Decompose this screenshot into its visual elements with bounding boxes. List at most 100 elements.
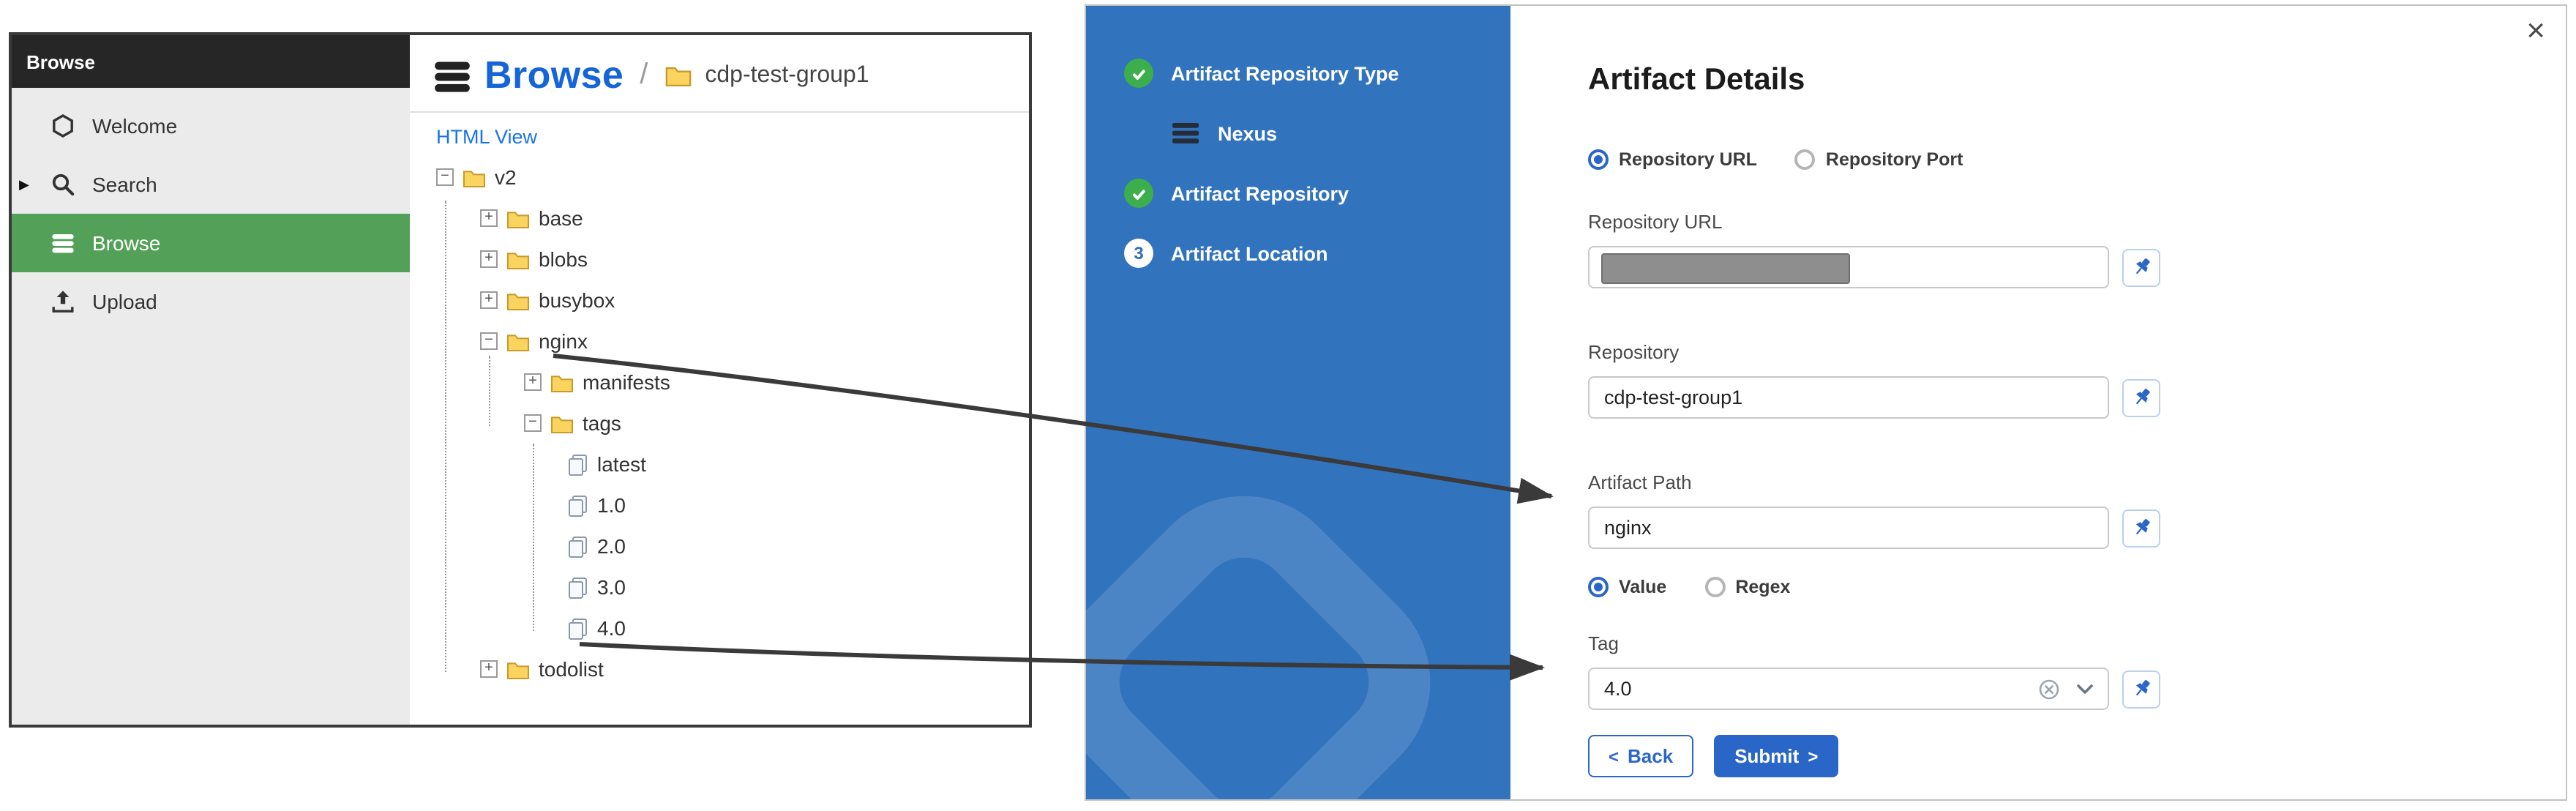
folder-icon <box>506 332 530 351</box>
wizard-sidebar: Artifact Repository Type Nexus Artifact … <box>1086 6 1510 799</box>
radio-repository-port[interactable]: Repository Port <box>1794 149 1963 170</box>
expand-icon[interactable]: + <box>524 373 542 391</box>
tree-item-v2[interactable]: − v2 <box>436 157 1029 198</box>
folder-icon <box>463 168 486 187</box>
artifact-path-label: Artifact Path <box>1588 471 1692 493</box>
hexagon-icon <box>50 113 75 138</box>
clear-icon[interactable] <box>2039 679 2059 699</box>
tree-item-label[interactable]: 2.0 <box>597 534 626 558</box>
expand-icon[interactable]: + <box>480 250 498 268</box>
folder-icon <box>664 64 692 86</box>
repository-label: Repository <box>1588 341 1680 363</box>
upload-icon <box>50 289 75 314</box>
sidebar-item-welcome[interactable]: Welcome <box>12 97 410 155</box>
tag-label: Tag <box>1588 632 1619 654</box>
radio-regex[interactable]: Regex <box>1704 577 1790 597</box>
tree-item-label[interactable]: 4.0 <box>597 616 626 640</box>
submit-button[interactable]: Submit > <box>1714 735 1839 777</box>
back-button-label: Back <box>1628 745 1674 767</box>
pin-button[interactable] <box>2122 670 2160 708</box>
divider <box>410 111 1029 113</box>
sidebar-item-upload[interactable]: Upload <box>12 272 410 331</box>
tree-item-label[interactable]: latest <box>597 452 646 476</box>
folder-icon <box>550 414 574 433</box>
tree-item-blobs[interactable]: + blobs <box>436 239 1029 280</box>
tree-item-4-0[interactable]: 4.0 <box>436 608 1029 649</box>
check-icon <box>1124 179 1153 208</box>
tree-item-2-0[interactable]: 2.0 <box>436 526 1029 567</box>
nexus-icon <box>1171 119 1200 148</box>
collapse-icon[interactable]: − <box>480 332 498 350</box>
tree-item-label[interactable]: todolist <box>539 657 604 681</box>
repository-input[interactable] <box>1588 376 2109 419</box>
sidebar-item-label: Upload <box>92 290 157 313</box>
chevron-down-icon[interactable] <box>2077 683 2093 695</box>
artifact-path-input[interactable] <box>1588 507 2109 549</box>
value-regex-radio-group: Value Regex <box>1588 577 2276 597</box>
tree-item-label[interactable]: tags <box>583 411 621 435</box>
wizard-step-label: Artifact Repository Type <box>1171 62 1399 84</box>
sidebar-item-label: Search <box>92 173 157 196</box>
collapse-icon[interactable]: − <box>436 168 454 186</box>
tree-item-latest[interactable]: latest <box>436 444 1029 485</box>
radio-selected-icon <box>1588 577 1609 597</box>
tree-item-label[interactable]: nginx <box>539 329 588 353</box>
html-view-link[interactable]: HTML View <box>436 126 538 148</box>
close-icon[interactable]: × <box>2526 12 2545 48</box>
expand-icon[interactable]: + <box>480 660 498 678</box>
wizard-substep-nexus[interactable]: Nexus <box>1171 119 1510 148</box>
pin-button[interactable] <box>2122 378 2160 416</box>
tree-item-label[interactable]: blobs <box>539 247 588 271</box>
window-title: Browse <box>12 35 410 88</box>
tree-item-1-0[interactable]: 1.0 <box>436 485 1029 526</box>
tree-item-label[interactable]: manifests <box>583 370 670 394</box>
tree-guide-line <box>489 356 490 426</box>
wizard-step-artifact-repository-type[interactable]: Artifact Repository Type <box>1124 59 1510 88</box>
chevron-right-icon: > <box>1808 746 1819 766</box>
sidebar-item-search[interactable]: ▶ Search <box>12 155 410 214</box>
pin-button[interactable] <box>2122 248 2160 286</box>
breadcrumb: Browse / cdp-test-group1 <box>410 35 1029 111</box>
dialog-title: Artifact Details <box>1588 63 1805 97</box>
tree-item-base[interactable]: + base <box>436 198 1029 239</box>
check-icon <box>1124 59 1153 88</box>
watermark-logo <box>1086 496 1431 799</box>
tree-item-label[interactable]: 3.0 <box>597 575 626 599</box>
redacted-value <box>1601 253 1850 284</box>
radio-value[interactable]: Value <box>1588 577 1666 597</box>
tree-item-todolist[interactable]: + todolist <box>436 649 1029 689</box>
wizard-step-artifact-location[interactable]: 3 Artifact Location <box>1124 239 1510 268</box>
back-button[interactable]: < Back <box>1588 735 1694 777</box>
tree-item-nginx[interactable]: − nginx <box>436 321 1029 362</box>
sidebar-item-browse[interactable]: Browse <box>12 214 410 272</box>
folder-icon <box>550 373 574 392</box>
tree-item-label[interactable]: 1.0 <box>597 493 626 517</box>
radio-repository-url[interactable]: Repository URL <box>1588 149 1757 170</box>
url-port-radio-group: Repository URL Repository Port <box>1588 149 2276 170</box>
tree-item-label[interactable]: busybox <box>539 288 615 312</box>
tree-item-busybox[interactable]: + busybox <box>436 280 1029 321</box>
wizard-step-artifact-repository[interactable]: Artifact Repository <box>1124 179 1510 208</box>
tag-icon <box>568 617 588 639</box>
browser-sidebar: Browse Welcome ▶ Search <box>12 35 410 725</box>
tree-guide-line <box>445 201 446 672</box>
radio-unselected-icon <box>1794 149 1816 170</box>
tree-item-tags[interactable]: − tags <box>436 403 1029 444</box>
wizard-form: × Artifact Details Repository URL Reposi… <box>1510 6 2566 799</box>
expand-icon[interactable]: + <box>480 291 498 309</box>
pin-button[interactable] <box>2122 509 2160 547</box>
collapse-icon[interactable]: − <box>524 414 542 432</box>
tag-icon <box>568 494 588 516</box>
tree-item-manifests[interactable]: + manifests <box>436 362 1029 403</box>
breadcrumb-separator: / <box>640 59 648 91</box>
wizard-step-label: Artifact Repository <box>1171 182 1349 204</box>
tree-item-label[interactable]: base <box>539 206 583 230</box>
repository-url-label: Repository URL <box>1588 211 1723 233</box>
tree-item-3-0[interactable]: 3.0 <box>436 567 1029 608</box>
expand-icon[interactable]: + <box>480 209 498 227</box>
tree-item-label[interactable]: v2 <box>495 165 517 189</box>
wizard-step-label: Nexus <box>1218 122 1278 144</box>
tag-input[interactable] <box>1588 668 2109 710</box>
browser-window: Browse Welcome ▶ Search <box>9 32 1032 728</box>
